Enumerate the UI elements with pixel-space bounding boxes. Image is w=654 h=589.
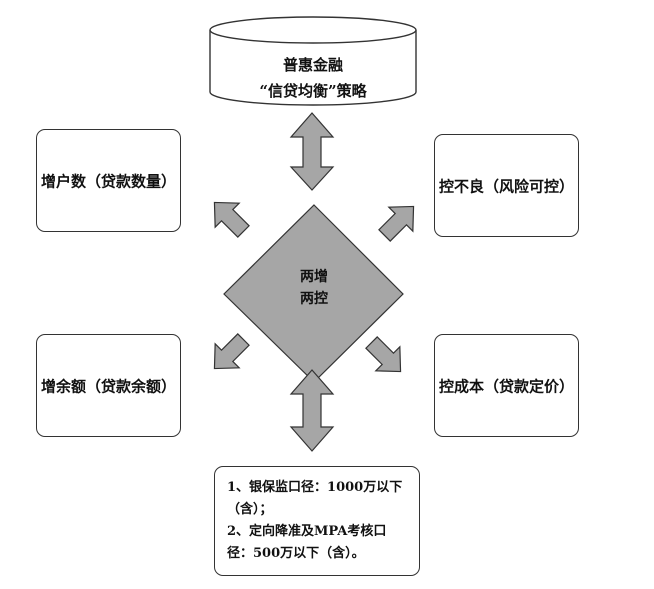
arrow-to-bottom-left [213,333,250,370]
center-label: 两增 两控 [270,266,358,310]
top-double-arrow [289,112,335,191]
arrow-to-top-left [213,201,250,238]
box-top-right-label: 控不良（风险可控） [438,177,574,195]
center-label-line1: 两增 [300,269,328,285]
note-line4: 径：500万以下（含）。 [227,546,365,561]
arrow-to-top-right [378,205,415,242]
note-line2: （含）； [227,502,273,517]
box-top-left: 增户数（贷款数量） [36,129,181,232]
note-line3: 2、定向降准及MPA考核口 [227,524,387,539]
note-box: 1、银保监口径：1000万以下 （含）； 2、定向降准及MPA考核口 径：500… [214,466,420,576]
box-bottom-left-label: 增余额（贷款余额） [40,377,176,395]
box-bottom-right: 控成本（贷款定价） [434,334,579,437]
box-top-left-label: 增户数（贷款数量） [40,172,176,190]
box-bottom-right-label: 控成本（贷款定价） [438,377,574,395]
strategy-cylinder [209,16,417,106]
box-top-right: 控不良（风险可控） [434,134,579,237]
arrow-to-bottom-right [365,336,402,373]
note-line1: 1、银保监口径：1000万以下 [227,480,403,495]
strategy-title: 普惠金融 “信贷均衡”策略 [210,52,416,104]
center-label-line2: 两控 [300,291,328,307]
strategy-title-line1: 普惠金融 [282,56,343,74]
box-bottom-left: 增余额（贷款余额） [36,334,181,437]
strategy-title-line2: “信贷均衡”策略 [259,82,367,100]
bottom-double-arrow [289,369,335,452]
